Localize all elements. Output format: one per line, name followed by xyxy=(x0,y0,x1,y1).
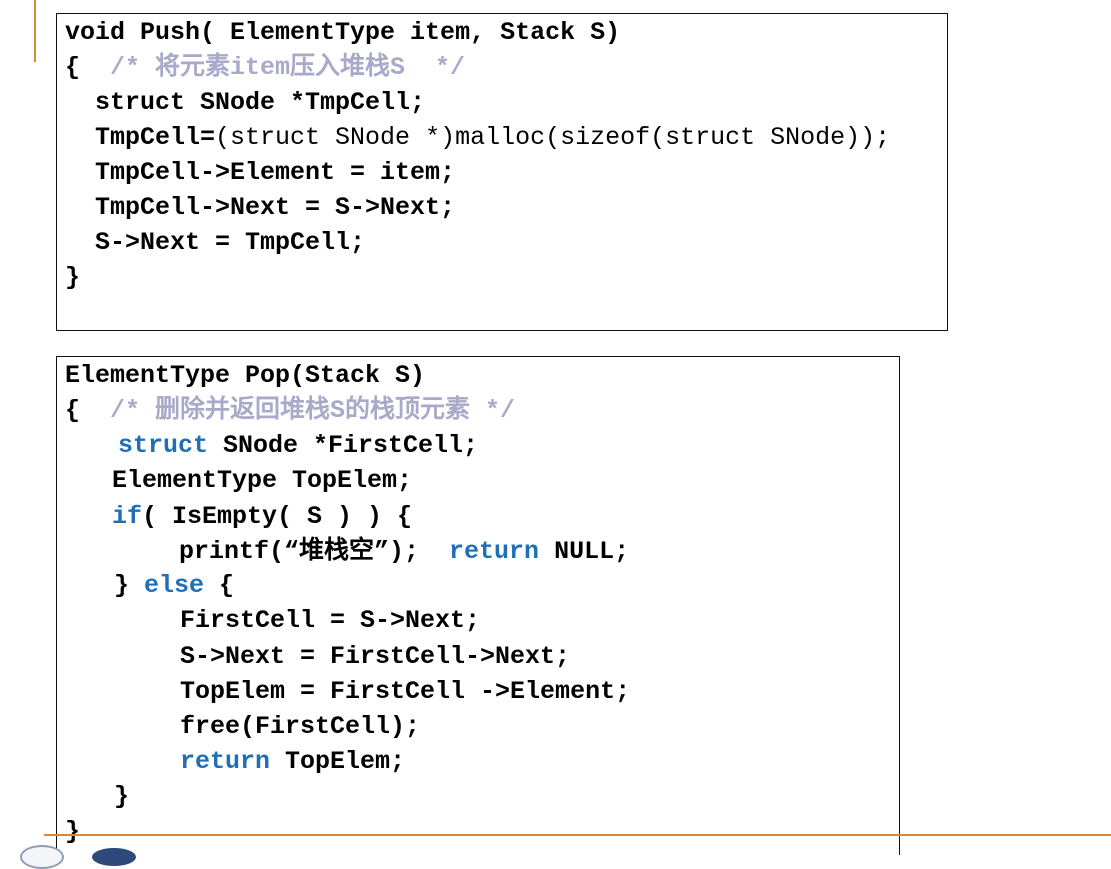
push-close-brace: } xyxy=(65,263,81,292)
pop-else-open: { xyxy=(204,571,235,600)
push-assign-element: TmpCell->Element = item; xyxy=(65,158,456,187)
push-assign-head: S->Next = TmpCell; xyxy=(65,228,366,257)
university-seal-icon xyxy=(20,845,64,869)
push-assign-next: TmpCell->Next = S->Next; xyxy=(65,193,456,222)
pop-decl-firstcell-rest: SNode *FirstCell; xyxy=(208,431,479,460)
open-brace: { xyxy=(65,396,111,425)
if-keyword: if xyxy=(112,502,143,531)
open-brace: { xyxy=(65,53,111,82)
pop-printf-line: printf(“堆栈空”); return NULL; xyxy=(179,537,629,567)
pop-signature: ElementType Pop(Stack S) xyxy=(65,361,426,390)
push-comment-line: { /* 将元素item压入堆栈S */ xyxy=(65,53,465,83)
pop-assign-firstcell: FirstCell = S->Next; xyxy=(180,606,481,635)
struct-keyword: struct xyxy=(118,431,209,460)
pop-else-close-brace: } xyxy=(114,782,130,811)
slide-accent-horizontal-line xyxy=(44,834,1111,836)
else-keyword: else xyxy=(144,571,205,600)
logo-icon xyxy=(92,848,136,866)
pop-free-line: free(FirstCell); xyxy=(180,712,421,741)
pop-return-null: NULL; xyxy=(539,537,630,566)
slide-accent-vertical-line xyxy=(34,0,36,62)
pop-else-line: } else { xyxy=(114,571,234,601)
pop-close-brace: } xyxy=(65,817,81,846)
pop-return-line: return TopElem; xyxy=(180,747,405,777)
pop-return-topelem: TopElem; xyxy=(270,747,406,776)
return-keyword: return xyxy=(449,537,540,566)
push-comment: /* 将元素item压入堆栈S */ xyxy=(110,53,466,82)
push-malloc-lhs: TmpCell= xyxy=(65,123,216,152)
push-malloc-line: TmpCell=(struct SNode *)malloc(sizeof(st… xyxy=(65,123,890,153)
pop-if-condition: ( IsEmpty( S ) ) { xyxy=(142,502,413,531)
pop-decl-topelem: ElementType TopElem; xyxy=(112,466,413,495)
return-keyword: return xyxy=(180,747,271,776)
pop-if-line: if( IsEmpty( S ) ) { xyxy=(112,502,412,532)
push-code-box: void Push( ElementType item, Stack S) { … xyxy=(56,13,948,331)
pop-decl-firstcell: struct SNode *FirstCell; xyxy=(118,431,478,461)
pop-comment-line: { /* 删除并返回堆栈S的栈顶元素 */ xyxy=(65,396,515,426)
pop-else-brace: } xyxy=(114,571,145,600)
push-signature: void Push( ElementType item, Stack S) xyxy=(65,18,621,47)
pop-assign-next: S->Next = FirstCell->Next; xyxy=(180,642,571,671)
pop-assign-topelem: TopElem = FirstCell ->Element; xyxy=(180,677,631,706)
pop-printf: printf(“堆栈空”); xyxy=(179,537,450,566)
push-decl-tmpcell: struct SNode *TmpCell; xyxy=(65,88,426,117)
pop-code-box: ElementType Pop(Stack S) { /* 删除并返回堆栈S的栈… xyxy=(56,356,900,855)
push-malloc-rhs: (struct SNode *)malloc(sizeof(struct SNo… xyxy=(215,123,891,152)
pop-comment: /* 删除并返回堆栈S的栈顶元素 */ xyxy=(110,396,516,425)
